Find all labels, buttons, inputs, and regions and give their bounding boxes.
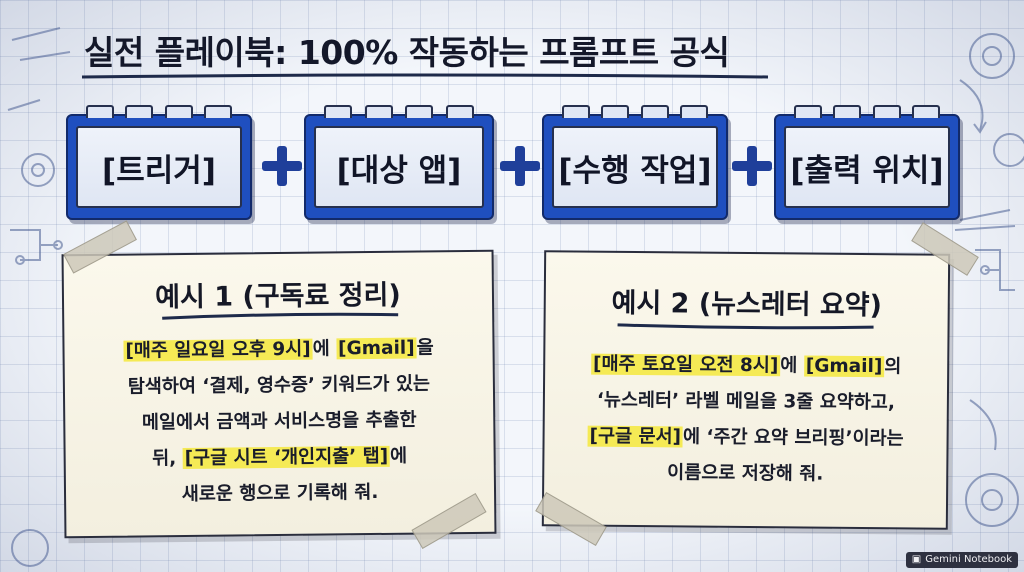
highlight-trigger: [매주 토요일 오전 8시] [590, 353, 781, 377]
example-line: [구글 문서]에 ‘주간 요약 브리핑’이라는 [558, 418, 932, 457]
page-title: 실전 플레이북: 100% 작동하는 프롬프트 공식 [84, 33, 730, 72]
gear-icon [31, 163, 45, 177]
example-title: 예시 2 (뉴스레터 요약) [611, 287, 883, 322]
title-underline [81, 73, 769, 79]
formula-block-label: [출력 위치] [790, 152, 944, 189]
formula-block-output: [출력 위치] [774, 105, 960, 220]
gear-icon [969, 33, 1015, 79]
plus-icon [500, 146, 540, 186]
formula-block-trigger: [트리거] [66, 105, 252, 220]
example-line: 탐색하여 ‘결제, 영수증’ 키워드가 있는 [127, 373, 431, 398]
example-title-underline [617, 323, 874, 330]
example-title: 예시 1 (구독료 정리) [155, 279, 401, 314]
gear-icon [982, 46, 1002, 66]
highlight-output: [구글 시트 ‘개인지출’ 탭] [182, 445, 391, 470]
example-line: ‘뉴스레터’ 라벨 메일을 3줄 요약하고, [596, 389, 895, 414]
highlight-app: [Gmail] [335, 337, 417, 360]
formula-block-action: [수행 작업] [542, 105, 728, 220]
plus-icon [262, 146, 302, 186]
formula-block-target-app: [대상 앱] [304, 105, 494, 220]
gear-icon [993, 133, 1024, 167]
gear-icon [981, 489, 1003, 511]
example-card-1: 예시 1 (구독료 정리) [매주 일요일 오후 9시]에 [Gmail]을 탐… [61, 249, 497, 539]
arrow-sketch-icon [969, 399, 997, 451]
example-card-2: 예시 2 (뉴스레터 요약) [매주 토요일 오전 8시]에 [Gmail]의 … [541, 250, 951, 530]
text-segment: 의 [884, 356, 902, 378]
badge-label: Gemini Notebook [925, 554, 1012, 565]
gemini-notebook-badge: ▣ Gemini Notebook [905, 552, 1018, 568]
example-body: [매주 토요일 오전 8시]에 [Gmail]의 ‘뉴스레터’ 라벨 메일을 3… [558, 346, 933, 493]
gear-icon [21, 153, 55, 187]
example-body: [매주 일요일 오후 9시]에 [Gmail]을 탐색하여 ‘결제, 영수증’ … [78, 330, 480, 514]
example-line: 이름으로 저장해 줘. [667, 462, 824, 485]
circuit-icon [10, 229, 58, 261]
gear-icon [11, 529, 49, 567]
highlight-output: [구글 문서] [587, 425, 684, 448]
plus-icon [732, 146, 772, 186]
formula-block-label: [대상 앱] [336, 152, 462, 189]
formula-block-label: [트리거] [102, 152, 216, 189]
highlight-trigger: [매주 일요일 오후 9시] [123, 338, 313, 362]
gear-icon [965, 473, 1019, 527]
example-line: 새로운 행으로 기록해 줘. [181, 481, 379, 506]
example-line: 메일에서 금액과 서비스명을 추출한 [141, 409, 417, 434]
text-segment: 을 [416, 337, 434, 359]
text-segment: 에 [312, 338, 337, 360]
example-title-underline [162, 312, 399, 320]
text-segment: 에 [780, 355, 804, 377]
text-segment: 에 [390, 445, 408, 467]
circuit-icon [975, 249, 1015, 291]
formula-block-label: [수행 작업] [558, 152, 712, 189]
example-line: [매주 일요일 오후 9시]에 [Gmail]을 [78, 330, 478, 370]
example-line: [매주 토요일 오전 8시]에 [Gmail]의 [559, 346, 933, 385]
text-segment: 에 ‘주간 요약 브리핑’이라는 [682, 426, 904, 450]
example-line: 뒤, [구글 시트 ‘개인지출’ 탭]에 [79, 438, 479, 478]
highlight-app: [Gmail] [803, 355, 885, 378]
text-segment: 뒤, [152, 448, 183, 470]
arrow-sketch-icon [959, 79, 984, 131]
notebook-icon: ▣ [911, 554, 922, 565]
